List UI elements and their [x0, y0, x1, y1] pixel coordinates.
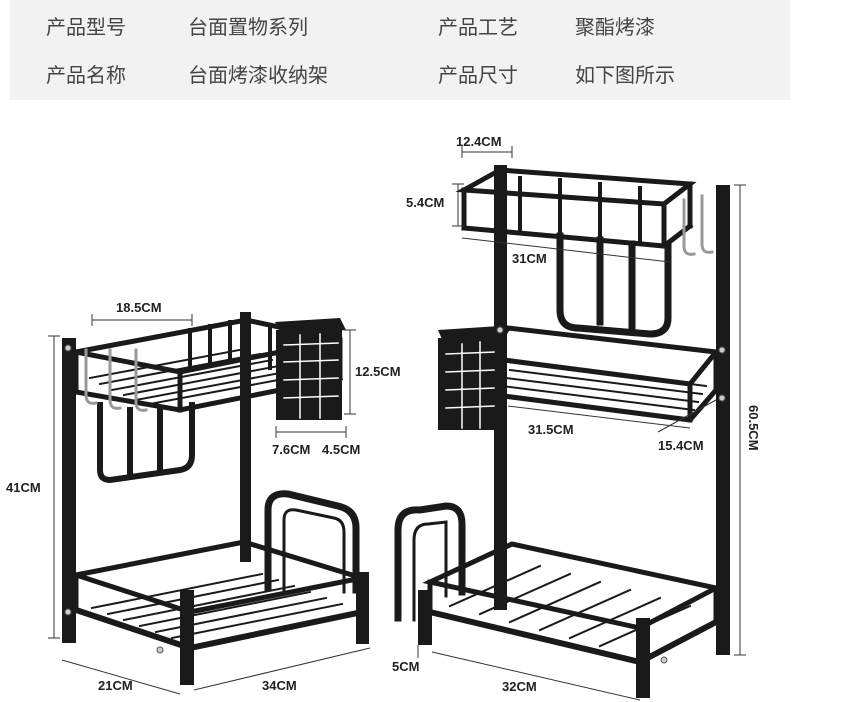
spec-table: 产品型号 台面置物系列 产品工艺 聚酯烤漆 产品名称 台面烤漆收纳架 产品尺寸 …	[10, 0, 790, 100]
label-name: 产品名称	[46, 63, 126, 87]
dim-left-depth: 21CM	[98, 678, 133, 693]
dim-right-top-width: 31CM	[512, 251, 547, 266]
value-size: 如下图所示	[575, 63, 675, 87]
dim-right-middle-depth: 15.4CM	[658, 438, 704, 453]
dim-left-holder-width: 7.6CM	[272, 442, 310, 457]
dim-right-total-height: 60.5CM	[746, 405, 761, 451]
right-rack-dimension-lines	[417, 146, 746, 701]
dim-right-middle-width: 31.5CM	[528, 422, 574, 437]
dim-left-holder-height: 12.5CM	[355, 364, 401, 379]
dim-left-total-height: 41CM	[6, 480, 41, 495]
label-size: 产品尺寸	[438, 63, 518, 87]
value-model: 台面置物系列	[188, 15, 308, 39]
product-dimension-figure: 18.5CM 12.5CM 7.6CM 4.5CM 41CM 21CM 34CM	[6, 134, 761, 701]
left-rack-illustration	[62, 312, 369, 685]
value-name: 台面烤漆收纳架	[188, 63, 328, 87]
dim-left-top-width: 18.5CM	[116, 300, 162, 315]
left-rack-dimension-lines	[48, 314, 371, 695]
label-model: 产品型号	[46, 15, 126, 39]
dim-left-holder-depth: 4.5CM	[322, 442, 360, 457]
dim-right-top-depth: 12.4CM	[456, 134, 502, 149]
dim-right-foot-height: 5CM	[392, 659, 419, 674]
value-process: 聚酯烤漆	[575, 15, 655, 39]
spec-row-model: 产品型号 台面置物系列 产品工艺 聚酯烤漆	[10, 4, 790, 50]
dim-right-top-height: 5.4CM	[406, 195, 444, 210]
dim-right-bottom-width: 32CM	[502, 679, 537, 694]
label-process: 产品工艺	[438, 15, 518, 39]
dim-left-width: 34CM	[262, 678, 297, 693]
spec-row-name: 产品名称 台面烤漆收纳架 产品尺寸 如下图所示	[10, 52, 790, 98]
